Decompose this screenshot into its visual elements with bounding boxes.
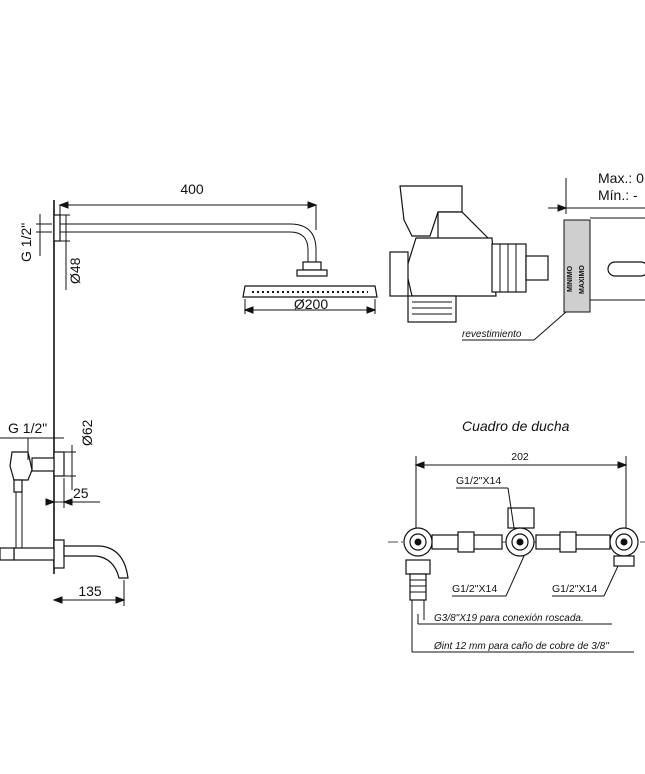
dim-25-arrow-right [62, 498, 73, 506]
dim-135-label: 135 [78, 583, 102, 599]
dim-202-label: 202 [511, 451, 529, 463]
maximo-label: MAXIMO [579, 265, 586, 294]
spout-pipe-stub [0, 547, 15, 561]
valve-stem [31, 457, 55, 472]
cuadro-right-outlet [613, 555, 635, 567]
max-min-arrow [557, 204, 568, 212]
dim-202-arrow-right [617, 461, 628, 469]
conn-bottom-left-label: G1/2"X14 [452, 583, 497, 595]
conn-top-label: G1/2"X14 [456, 475, 501, 487]
dim-25-label: 25 [73, 485, 89, 501]
valve-section-group: MINIMO MAXIMO Max.: 0 Mín.: - revestimie… [389, 170, 645, 341]
dim-48-label: Ø48 [67, 257, 83, 284]
wall-section-hatch [563, 219, 591, 313]
valve-thread-bottom [407, 295, 457, 323]
escutcheon-slot [607, 261, 645, 277]
cuadro-group: Cuadro de ducha 202 [388, 418, 645, 653]
arm-flange [53, 214, 61, 242]
dim-400-arrow-left [58, 201, 69, 209]
dim-200-label: Ø200 [294, 296, 328, 312]
dim-400-arrow-right [307, 201, 318, 209]
dim-200-arrow-left [243, 306, 254, 314]
cuadro-title: Cuadro de ducha [462, 418, 570, 434]
note-threaded: G3/8"X19 para conexión roscada. [434, 613, 584, 624]
conn-bottom-left-leader [505, 555, 525, 597]
note-copper: Øint 12 mm para caño de cobre de 3/8" [433, 641, 609, 652]
valve-cartridge [491, 243, 527, 293]
dim-202-arrow-left [414, 461, 425, 469]
cuadro-inlet-nut [405, 559, 431, 575]
valve-outlet [13, 479, 23, 493]
valve-body-main [405, 237, 497, 297]
dim-g12-bottom-label: G 1/2" [8, 420, 47, 436]
cuadro-valve-left-core [414, 538, 422, 546]
conn-bottom-right-label: G1/2"X14 [552, 583, 597, 595]
spout-body [63, 545, 129, 579]
revestimiento-leader [533, 311, 567, 341]
dim-25-arrow-left [45, 498, 56, 506]
valve-handle-lower [437, 211, 492, 241]
cuadro-coupling-right [559, 531, 577, 553]
cuadro-valve-right-core [620, 538, 628, 546]
arm-pipe-bottom [60, 231, 309, 262]
cuadro-inlet-thread [409, 573, 427, 601]
spout-pipe-inwall [13, 547, 55, 561]
spout-group: G 1/2" Ø62 25 135 [0, 419, 129, 606]
shower-arm-group: 400 G 1/2" Ø48 Ø200 [18, 181, 378, 574]
dim-400-label: 400 [180, 181, 204, 197]
max-label: Max.: 0 [598, 170, 644, 186]
shower-head [242, 285, 378, 298]
dim-62-label: Ø62 [79, 419, 95, 446]
conn-top-leader [507, 487, 515, 529]
minimo-label: MINIMO [567, 265, 574, 292]
valve-spindle [525, 255, 549, 281]
head-nut [296, 269, 328, 277]
dim-135-arrow-right [115, 596, 126, 604]
cuadro-valve-center-core [516, 538, 524, 546]
valve-side-cap [389, 251, 409, 297]
arm-pipe-top [60, 223, 317, 262]
head-connector [302, 261, 322, 271]
valve-body [9, 451, 33, 481]
dim-135-arrow-left [52, 596, 63, 604]
revestimiento-label: revestimiento [462, 329, 522, 340]
dim-g12-top-label: G 1/2" [18, 223, 34, 262]
spout-flange [53, 539, 65, 569]
valve-handle [399, 185, 463, 237]
dim-200-arrow-right [366, 306, 377, 314]
valve-flange [53, 451, 65, 477]
cuadro-coupling-left [457, 531, 475, 553]
min-label: Mín.: - [598, 187, 638, 203]
conn-bottom-right-leader [603, 565, 619, 597]
